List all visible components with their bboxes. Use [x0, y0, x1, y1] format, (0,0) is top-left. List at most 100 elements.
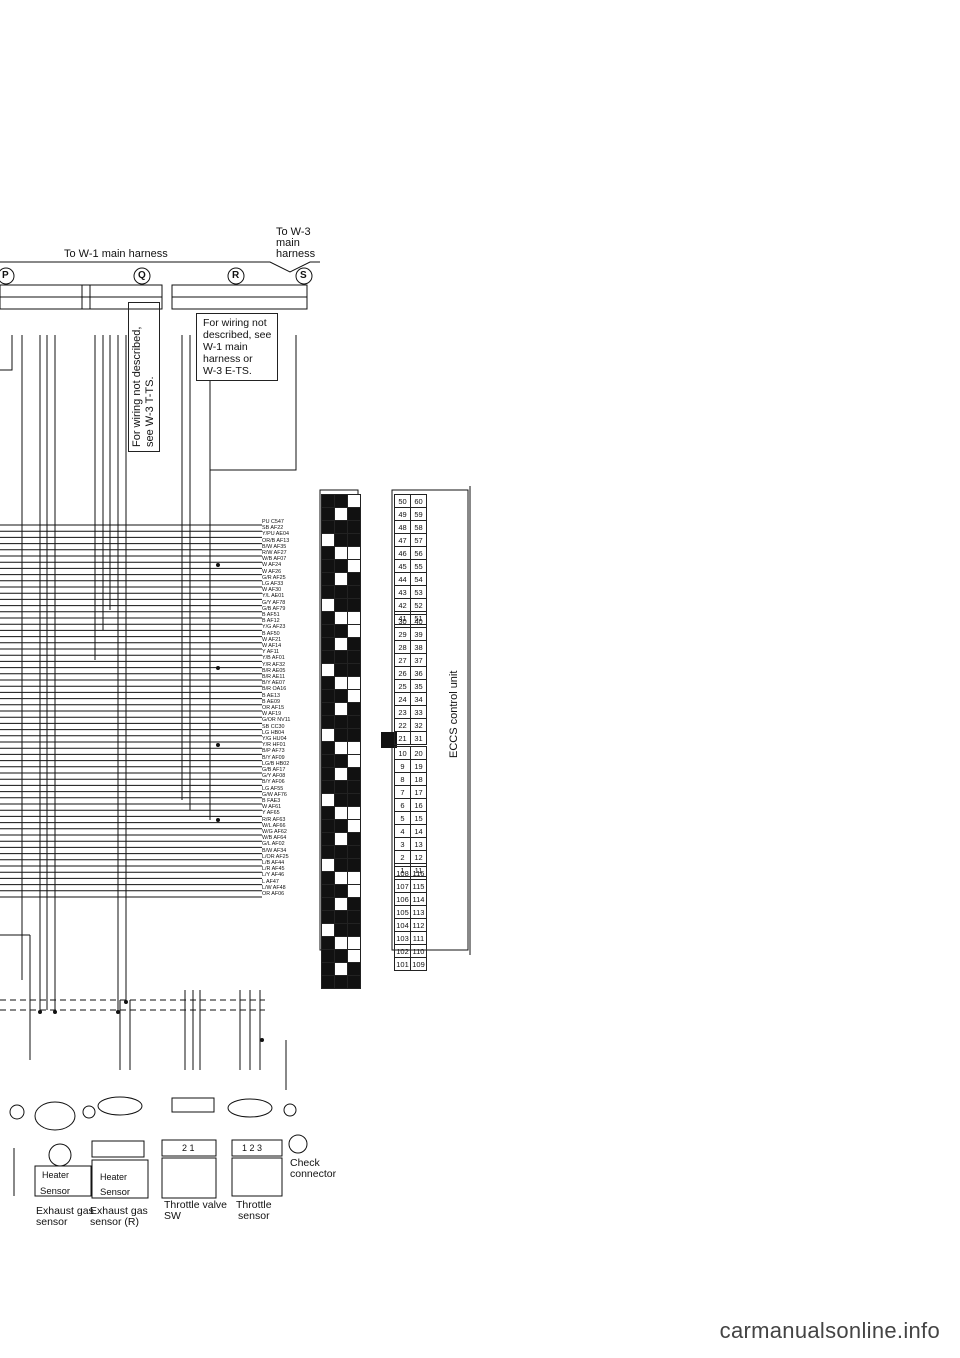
harness-cavity: [347, 845, 361, 859]
ecu-pin: 5: [394, 811, 411, 825]
harness-cavity: [321, 676, 335, 690]
wire-label: B/P AF73: [262, 748, 285, 755]
harness-cavity: [321, 741, 335, 755]
harness-cavity: [321, 858, 335, 872]
wire-label: B AE09: [262, 698, 280, 705]
wire-label: B/Y AF06: [262, 779, 285, 786]
ecu-pin: 45: [394, 559, 411, 573]
harness-cavity: [334, 650, 348, 664]
wire-label: Y AF65: [262, 810, 280, 817]
ecu-pin: 32: [410, 718, 427, 732]
harness-cavity: [347, 793, 361, 807]
wire-label: LG/B HB02: [262, 760, 290, 767]
harness-cavity: [334, 767, 348, 781]
harness-cavity: [321, 767, 335, 781]
wire-label: W AF21: [262, 636, 282, 643]
ecu-pin: 35: [410, 679, 427, 693]
ecu-pin: 42: [394, 598, 411, 612]
harness-cavity: [334, 936, 348, 950]
harness-cavity: [347, 520, 361, 534]
ecu-pin: 18: [410, 772, 427, 786]
harness-cavity: [321, 546, 335, 560]
ecu-pin: 10: [394, 746, 411, 760]
wire-label: W AF26: [262, 568, 282, 575]
harness-cavity: [347, 702, 361, 716]
harness-connector-grid: [321, 494, 361, 989]
harness-cavity: [321, 780, 335, 794]
harness-cavity: [334, 598, 348, 612]
ecu-pin: 110: [410, 944, 427, 958]
harness-cavity: [321, 962, 335, 976]
harness-cavity: [347, 728, 361, 742]
ecu-pin: 55: [410, 559, 427, 573]
harness-cavity: [334, 754, 348, 768]
harness-cavity: [347, 637, 361, 651]
wire-label: W/G AF62: [262, 829, 287, 835]
harness-cavity: [347, 975, 361, 989]
exhaust-gas-sensor-r-sensor: Sensor: [100, 1187, 130, 1198]
wire-label: Y/G HU04: [262, 736, 287, 742]
wire-label: Y/R AF32: [262, 661, 286, 668]
to-w1-label: To W-1 main harness: [64, 248, 168, 260]
ecu-pin: 38: [410, 640, 427, 654]
ecu-pin: 44: [394, 572, 411, 586]
harness-cavity: [334, 884, 348, 898]
wire-label: G/OR NV11: [262, 717, 291, 724]
harness-cavity: [347, 611, 361, 625]
wire-label: L/R AF45: [262, 866, 285, 873]
harness-cavity: [347, 741, 361, 755]
harness-cavity: [321, 923, 335, 937]
wire-label: R/W AF27: [262, 550, 287, 556]
wire-label: W AF24: [262, 562, 282, 569]
wire-label: Y/L AE01: [262, 593, 285, 600]
harness-cavity: [347, 819, 361, 833]
wire-label: B AE13: [262, 692, 280, 699]
harness-cavity: [347, 767, 361, 781]
harness-cavity: [347, 559, 361, 573]
ecu-pin: 25: [394, 679, 411, 693]
connector-r-label: R: [232, 270, 240, 281]
exhaust-gas-sensor-heater: Heater: [42, 1170, 69, 1181]
ecu-pin: 6: [394, 798, 411, 812]
harness-cavity: [347, 585, 361, 599]
wire-label: L/B AF44: [262, 860, 285, 866]
ecu-pin: 50: [394, 494, 411, 508]
sensor-text: Sensor: [40, 1186, 71, 1197]
harness-cavity: [321, 728, 335, 742]
harness-cavity: [347, 858, 361, 872]
harness-cavity: [334, 559, 348, 573]
wire-label: G/Y AF08: [262, 773, 286, 780]
harness-cavity: [347, 754, 361, 768]
harness-cavity: [334, 637, 348, 651]
ecu-pin: 14: [410, 824, 427, 838]
harness-cavity: [321, 494, 335, 508]
wire-label: W AF14: [262, 643, 282, 649]
ecu-pin: 109: [410, 957, 427, 971]
harness-cavity: [334, 923, 348, 937]
harness-cavity: [334, 780, 348, 794]
wire-label: B AF51: [262, 612, 280, 618]
ecu-pin: 43: [394, 585, 411, 599]
wire-label: G/R AF25: [262, 574, 286, 581]
harness-cavity: [321, 715, 335, 729]
wire-label: B/R AE11: [262, 674, 285, 680]
wire-label: B/W AF35: [262, 543, 287, 550]
harness-cavity: [347, 663, 361, 677]
junction-dot: [116, 1010, 120, 1014]
wire-label: L/W AF48: [262, 884, 286, 891]
ecu-pin: 30: [394, 614, 411, 628]
wire-label: PU C547: [262, 519, 284, 525]
exhaust-gas-sensor-r-heater: Heater: [100, 1172, 127, 1183]
sensor-text: Sensor: [100, 1187, 131, 1198]
wire-label: SB CC30: [262, 723, 285, 730]
harness-cavity: [321, 637, 335, 651]
harness-cavity: [347, 507, 361, 521]
heater-text: Heater: [42, 1170, 70, 1180]
ecu-pin: 20: [410, 746, 427, 760]
wire-label: L/OR AF25: [262, 853, 289, 860]
ecu-label: ECCS control unit: [448, 670, 460, 758]
ecu-pin: 2: [394, 850, 411, 864]
ecu-pin: 60: [410, 494, 427, 508]
harness-cavity: [347, 598, 361, 612]
